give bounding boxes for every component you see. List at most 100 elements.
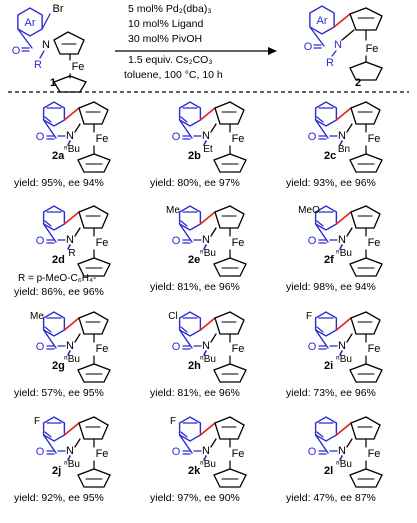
- nitrogen-atom: N: [66, 130, 74, 142]
- lower-cyclopentadienyl: [349, 61, 383, 81]
- lactam-bond: [178, 119, 193, 139]
- n-substituent-bond: [203, 244, 207, 250]
- nitrogen-atom: N: [66, 340, 74, 352]
- r-group-note: R = p-MeO-C₆H₄-: [18, 273, 97, 284]
- lower-cyclopentadienyl: [213, 468, 247, 488]
- iron-atom: Fe: [368, 448, 381, 460]
- lactam-bond: [42, 329, 57, 349]
- oxygen-atom: O: [36, 341, 45, 353]
- red-biaryl-bond: [335, 107, 352, 121]
- benzene-ring: [178, 205, 202, 231]
- lactam-bond: [314, 434, 329, 454]
- condition-line-5: toluene, 100 °C, 10 h: [124, 69, 223, 81]
- nitrogen-atom: N: [338, 445, 346, 457]
- lower-cyclopentadienyl: [213, 257, 247, 277]
- oxygen-atom: O: [36, 446, 45, 458]
- lower-cyclopentadienyl: [349, 257, 383, 277]
- double-bond: [44, 326, 52, 333]
- c-br-bond: [41, 13, 51, 30]
- nitrogen-atom: N: [66, 445, 74, 457]
- red-biaryl-bond: [335, 422, 352, 436]
- n-substituent-bond: [339, 244, 343, 250]
- double-bond: [180, 326, 188, 333]
- yield-text-2g: yield: 57%, ee 95%: [14, 387, 104, 399]
- lactam-bond: [178, 434, 193, 454]
- carbonyl-carbon-bond: [309, 26, 325, 47]
- n-substituent-bond: [203, 140, 207, 146]
- upper-cyclopentadienyl: [78, 311, 109, 335]
- oxygen-atom: O: [308, 235, 317, 247]
- n-substituent-bond: [203, 350, 207, 356]
- aryl-ring: [309, 5, 335, 35]
- double-bond: [316, 220, 324, 227]
- red-biaryl-bond: [199, 317, 216, 331]
- red-biaryl-bond: [63, 211, 80, 225]
- reaction-arrowhead: [268, 47, 277, 55]
- nitrogen-atom: N: [334, 39, 342, 51]
- oxygen-atom: O: [308, 131, 317, 143]
- lower-cyclopentadienyl: [213, 153, 247, 173]
- iron-atom: Fe: [232, 133, 245, 145]
- ring-substituent: F: [170, 416, 176, 427]
- yield-text-2l: yield: 47%, ee 87%: [286, 492, 376, 504]
- n-substituent: ⁿBu: [64, 354, 80, 365]
- n-substituent-bond: [339, 140, 343, 146]
- n-substituent: ⁿBu: [336, 459, 352, 470]
- red-biaryl-bond: [199, 107, 216, 121]
- aryl-ring: [17, 7, 43, 37]
- lower-cyclopentadienyl: [77, 257, 111, 277]
- yield-text-2j: yield: 92%, ee 95%: [14, 492, 104, 504]
- upper-cyclopentadienyl: [78, 416, 109, 440]
- upper-cyclopentadienyl: [214, 311, 245, 335]
- benzene-ring: [178, 311, 202, 337]
- iron-atom: Fe: [96, 343, 109, 355]
- red-biaryl-bond: [63, 107, 80, 121]
- lactam-bond: [314, 329, 329, 349]
- n-substituent: Bn: [338, 144, 350, 155]
- benzene-ring: [178, 416, 202, 442]
- nitrogen-atom: N: [202, 234, 210, 246]
- n-cp-bond: [346, 438, 353, 448]
- lower-cyclopentadienyl: [349, 363, 383, 383]
- oxygen-atom: O: [172, 446, 181, 458]
- yield-text-2e: yield: 81%, ee 96%: [150, 281, 240, 293]
- lactam-bond: [42, 119, 57, 139]
- oxygen-atom: O: [172, 131, 181, 143]
- red-biaryl-bond: [63, 317, 80, 331]
- iron-atom: Fe: [96, 237, 109, 249]
- upper-cyclopentadienyl: [214, 416, 245, 440]
- compound-label-2b: 2b: [188, 150, 201, 162]
- benzene-ring: [314, 101, 338, 127]
- nitrogen-atom: N: [202, 130, 210, 142]
- yield-text-2b: yield: 80%, ee 97%: [150, 177, 240, 189]
- upper-cyclopentadienyl: [214, 205, 245, 229]
- condition-line-2: 10 mol% Ligand: [128, 18, 204, 30]
- lower-cyclopentadienyl: [77, 363, 111, 383]
- compound-label-2e: 2e: [188, 254, 201, 266]
- oxygen-atom: O: [308, 341, 317, 353]
- upper-cyclopentadienyl: [350, 205, 381, 229]
- n-r-bond: [39, 50, 45, 59]
- n-substituent: ⁿBu: [200, 459, 216, 470]
- condition-line-1: 5 mol% Pd₂(dba)₃: [128, 3, 212, 15]
- nitrogen-atom: N: [202, 340, 210, 352]
- compound-label-2f: 2f: [324, 254, 334, 266]
- n-substituent: R: [68, 248, 75, 259]
- n-substituent: ⁿBu: [200, 354, 216, 365]
- iron-atom: Fe: [232, 237, 245, 249]
- oxygen-atom: O: [172, 341, 181, 353]
- n-substituent-bond: [339, 350, 343, 356]
- lactam-bond: [42, 223, 57, 243]
- oxygen-atom: O: [172, 235, 181, 247]
- compound-label-2l: 2l: [324, 465, 334, 477]
- n-substituent-bond: [67, 244, 71, 250]
- upper-cyclopentadienyl: [78, 101, 109, 125]
- substrate-label: 1: [50, 77, 57, 89]
- compound-label-2j: 2j: [52, 465, 62, 477]
- oxygen-atom: O: [36, 131, 45, 143]
- lactam-bond: [178, 329, 193, 349]
